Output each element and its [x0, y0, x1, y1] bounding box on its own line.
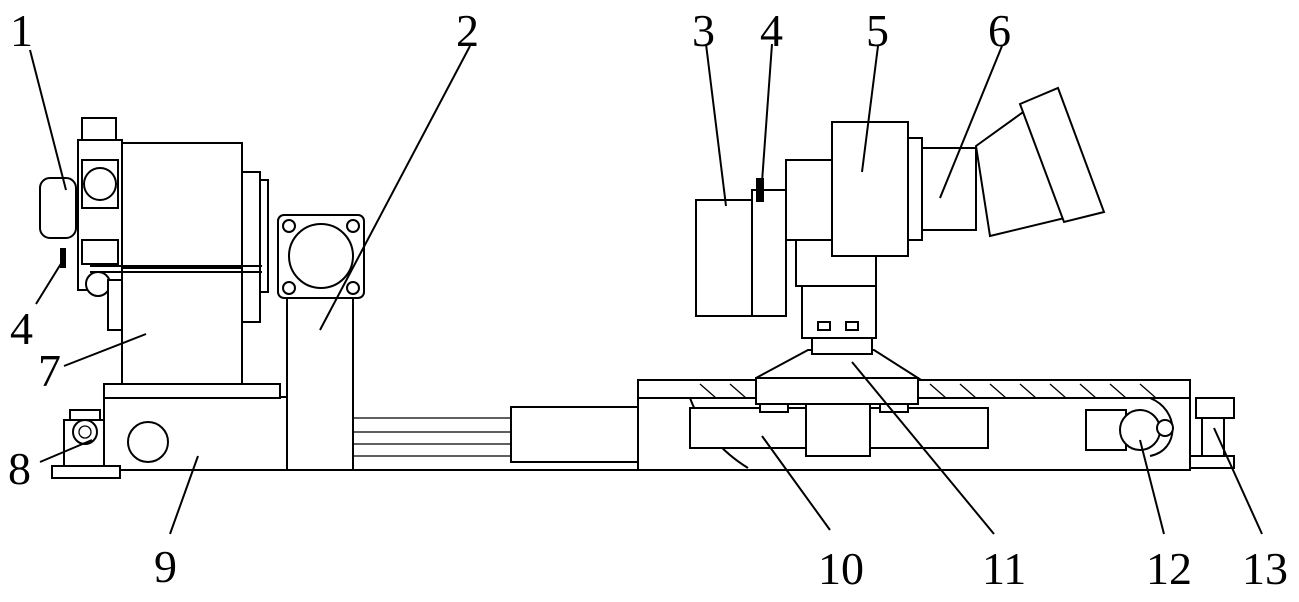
- callout-8: 8: [8, 443, 31, 494]
- part-1-motor: [39, 117, 269, 331]
- callout-4-left: 4: [10, 303, 33, 354]
- callout-5: 5: [866, 5, 889, 56]
- leader-lines: [29, 43, 1263, 535]
- part-13-bearing-support: [1189, 397, 1235, 469]
- callout-10: 10: [818, 543, 864, 594]
- callout-3: 3: [692, 5, 715, 56]
- part-6-lens: [921, 86, 1106, 238]
- callout-4-right: 4: [760, 5, 783, 56]
- callout-2: 2: [456, 5, 479, 56]
- part-5-housing: [785, 121, 923, 287]
- callout-7: 7: [38, 345, 61, 396]
- callout-12: 12: [1146, 543, 1192, 594]
- marker-4-left: [60, 248, 66, 268]
- part-8-bearing-support: [51, 409, 121, 479]
- part-2-column: [277, 214, 365, 471]
- callout-labels: 1 2 3 4 4 5 6 7 8 9 10 11 12 13: [8, 5, 1288, 594]
- part-3-sensor-box: [695, 178, 787, 317]
- callout-13: 13: [1242, 543, 1288, 594]
- callout-1: 1: [10, 5, 33, 56]
- callout-11: 11: [982, 543, 1026, 594]
- callout-6: 6: [988, 5, 1011, 56]
- callout-9: 9: [154, 541, 177, 592]
- part-12-pulley: [1085, 409, 1174, 451]
